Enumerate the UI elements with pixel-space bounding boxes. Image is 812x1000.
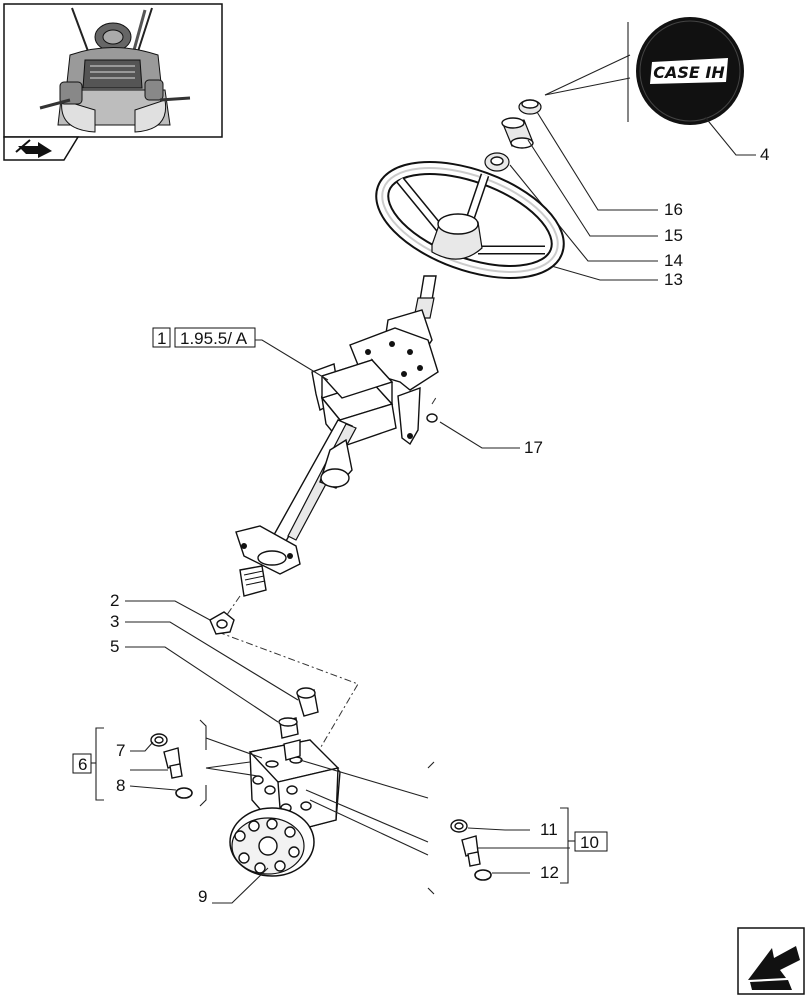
- part-8-o-ring[interactable]: [175, 787, 193, 799]
- callout-16: 16: [664, 200, 683, 219]
- part-13-steering-wheel[interactable]: [368, 147, 571, 293]
- group-ref-index: 1: [157, 329, 166, 348]
- callout-15: 15: [664, 226, 683, 245]
- kit-6-box[interactable]: 6: [78, 755, 87, 774]
- callout-13: 13: [664, 270, 683, 289]
- part-14-nut[interactable]: [484, 152, 510, 172]
- callout-7: 7: [116, 741, 125, 760]
- part-17-bolt[interactable]: [426, 395, 438, 423]
- part-11-fitting[interactable]: [461, 835, 481, 867]
- part-11-seal-washer[interactable]: [450, 819, 468, 833]
- callout-5: 5: [110, 637, 119, 656]
- callout-8: 8: [116, 776, 125, 795]
- part-7-fitting[interactable]: [163, 747, 183, 779]
- next-page-arrow-icon[interactable]: [737, 927, 805, 995]
- part-3-screw[interactable]: [296, 687, 319, 717]
- callout-9: 9: [198, 887, 207, 906]
- back-arrow-icon[interactable]: [3, 136, 80, 161]
- callout-3: 3: [110, 612, 119, 631]
- callout-2: 2: [110, 591, 119, 610]
- kit-10-box[interactable]: 10: [580, 833, 599, 852]
- part-5-washer[interactable]: [278, 717, 299, 739]
- group-reference-box[interactable]: 1 1.95.5/ A: [152, 327, 256, 348]
- tractor-cab-thumbnail[interactable]: [3, 3, 223, 138]
- part-15-bushing[interactable]: [501, 117, 534, 149]
- case-ih-logo-medallion: CASE IH: [636, 17, 744, 125]
- part-12-o-ring[interactable]: [474, 869, 492, 881]
- part-9-steering-unit[interactable]: [229, 739, 341, 877]
- callout-11: 11: [540, 820, 558, 839]
- part-7-seal-washer[interactable]: [150, 733, 168, 747]
- group-ref-code: 1.95.5/ A: [180, 329, 248, 348]
- callout-14: 14: [664, 251, 683, 270]
- callout-4: 4: [760, 145, 769, 164]
- steering-column-assembly[interactable]: [235, 275, 439, 597]
- part-2-nut[interactable]: [209, 611, 235, 635]
- callout-12: 12: [540, 863, 559, 882]
- callout-17: 17: [524, 438, 543, 457]
- part-16-cap[interactable]: [518, 99, 542, 115]
- logo-text: CASE IH: [653, 63, 725, 82]
